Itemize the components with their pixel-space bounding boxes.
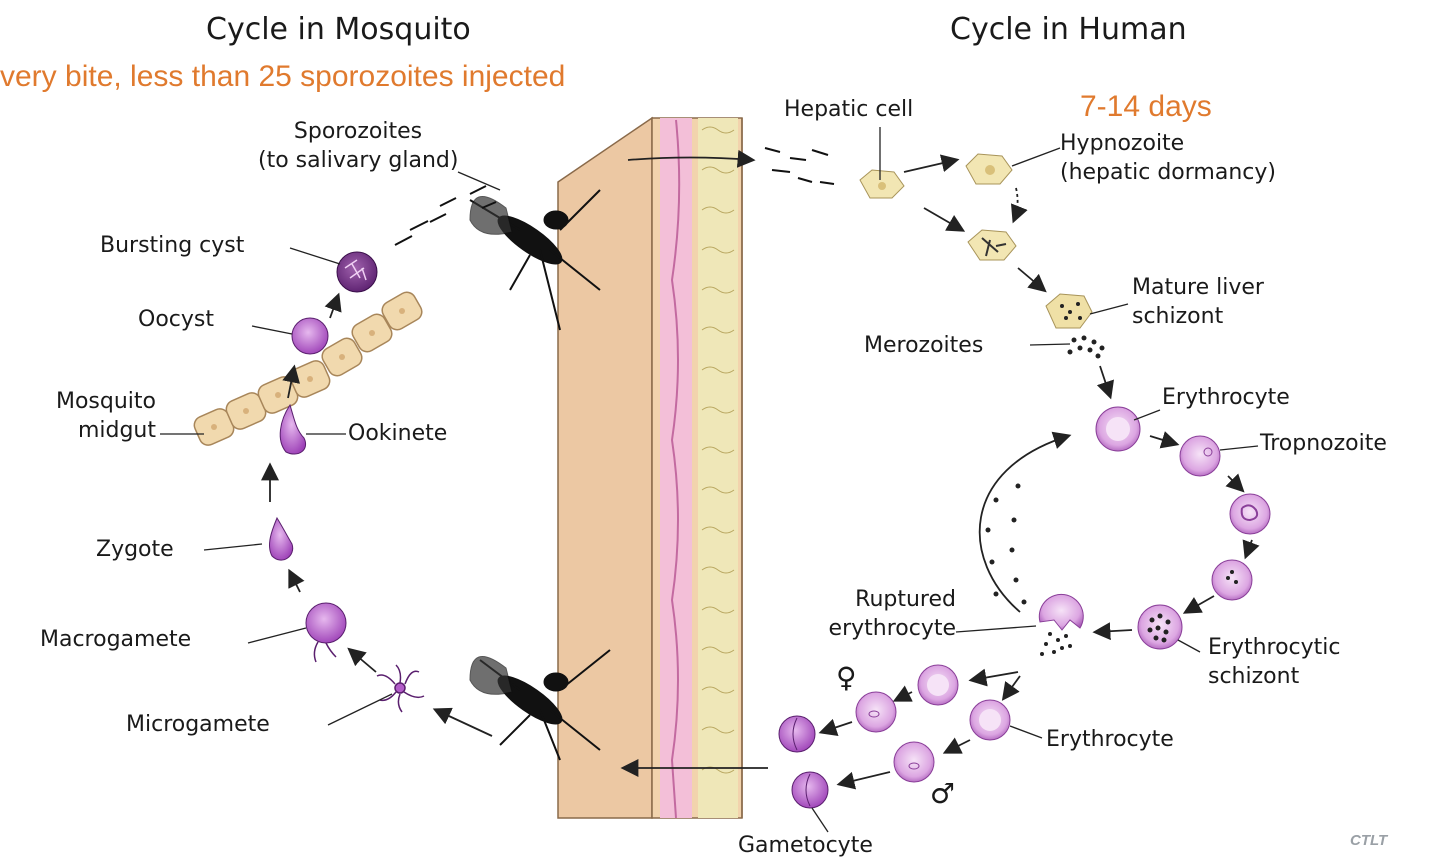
ookinete-icon	[280, 405, 305, 454]
erythrocytic-schizont-icon	[1138, 605, 1182, 649]
label-macrogamete: Macrogamete	[40, 626, 191, 655]
erythrocyte-top-icon	[1096, 407, 1140, 451]
tropnozoite-icon	[1180, 436, 1220, 476]
label-zygote: Zygote	[96, 536, 174, 565]
early-schizont-icon	[1212, 560, 1252, 600]
label-ookinete: Ookinete	[348, 420, 447, 449]
developing-schizont-icon	[968, 230, 1016, 260]
label-bursting-cyst: Bursting cyst	[100, 232, 244, 261]
male-symbol-icon: ♂	[930, 776, 955, 812]
cycle-arrows	[270, 158, 1252, 785]
oocyst-icon	[292, 318, 328, 354]
bursting-cyst-icon	[337, 252, 377, 292]
mosquito-cycle-title: Cycle in Mosquito	[206, 12, 471, 47]
label-erythrocyte-top: Erythrocyte	[1162, 384, 1290, 413]
macrogamete-icon	[306, 603, 346, 662]
amoeboid-trophozoite-icon	[1230, 494, 1270, 534]
microgamete-icon	[377, 665, 424, 712]
days-note: 7-14 days	[1080, 90, 1212, 124]
label-hepatic-cell: Hepatic cell	[784, 96, 913, 125]
ctlt-logo: CTLT	[1350, 832, 1387, 849]
label-microgamete: Microgamete	[126, 711, 270, 740]
human-cycle-title: Cycle in Human	[950, 12, 1187, 47]
label-merozoites: Merozoites	[864, 332, 983, 361]
label-hypnozoite: Hypnozoite(hepatic dormancy)	[1060, 130, 1276, 187]
label-sporozoites: Sporozoites(to salivary gland)	[258, 118, 458, 175]
label-tropnozoite: Tropnozoite	[1260, 430, 1387, 459]
label-erythrocyte-bottom: Erythrocyte	[1046, 726, 1174, 755]
label-gametocyte: Gametocyte	[738, 832, 873, 861]
skin-cross-section	[558, 118, 742, 818]
merozoites-icon	[1068, 336, 1105, 359]
liver-schizont-icon	[1046, 294, 1092, 328]
gametocyte-development-icons	[856, 665, 1010, 782]
label-oocyst: Oocyst	[138, 306, 214, 335]
female-symbol-icon: ♀	[836, 660, 857, 696]
gametocyte-icons	[779, 716, 828, 808]
hypnozoite-icon	[966, 154, 1012, 184]
bite-note: very bite, less than 25 sporozoites inje…	[0, 60, 565, 94]
ruptured-erythrocyte-icon	[1039, 594, 1083, 656]
zygote-icon	[269, 518, 292, 560]
recycling-merozoites	[986, 484, 1027, 605]
hepatic-cell-icon	[860, 170, 904, 198]
